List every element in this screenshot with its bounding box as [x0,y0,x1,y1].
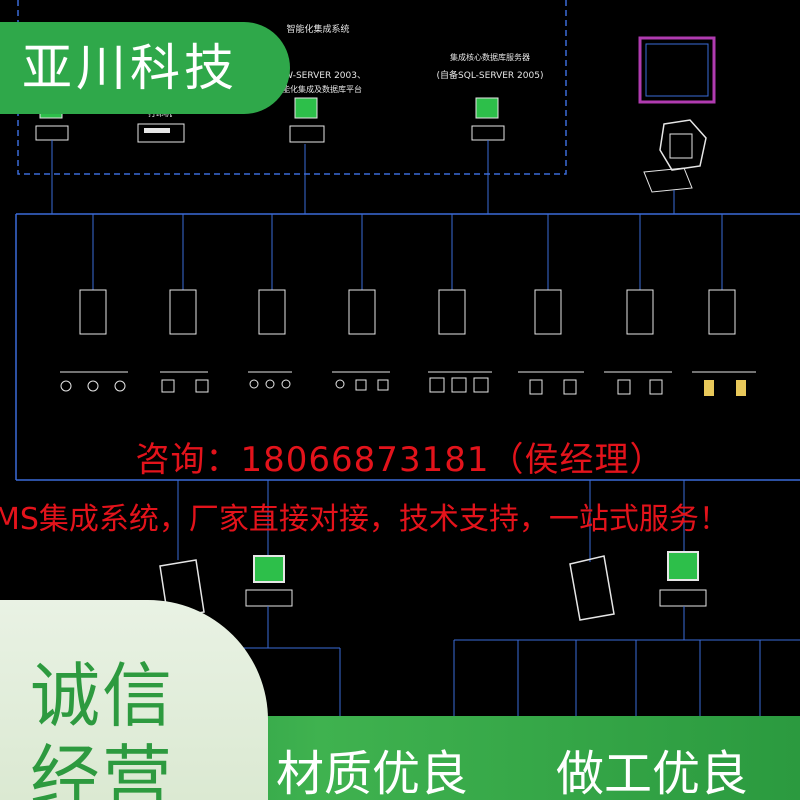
top-title-label: 智能化集成系统 [286,23,349,35]
subsystem-column [60,214,128,392]
printer-icon [137,123,185,143]
subsystem-column [692,214,756,396]
workstation-icon [289,97,325,143]
server1-label-line2: 智能化集成及数据库平台 [274,84,362,94]
subsystem-column [428,214,492,393]
left-slogan-line2: 经营 [30,737,174,800]
left-slogan-panel [0,600,268,800]
server2-label-line1: 集成核心数据库服务器 [450,52,530,62]
server1-label-line1: OOW-SERVER 2003、 [270,71,366,81]
subsystem-column [160,214,209,393]
left-slogan-line1: 诚信 [30,655,174,737]
server-tower-icon [569,555,615,621]
subsystem-column [248,214,292,389]
display-wall-icon [638,36,716,104]
subsystem-column [518,214,584,395]
workstation-icon [659,551,707,607]
promo-text: MS集成系统，厂家直接对接，技术支持，一站式服务！ [0,502,729,537]
display-wall-inner [645,43,709,97]
workstation-icon [471,97,505,141]
contact-text: 咨询：18066873181（侯经理） [135,440,665,480]
subsystem-column [332,214,390,391]
subsystem-column [604,214,672,395]
server2-label-line2: (自备SQL-SERVER 2005) [437,69,544,81]
operator-workstation-icon [643,119,707,193]
brand-badge: 亚川科技 [0,22,290,114]
slogan-material: 材质优良 [276,746,469,800]
slogan-workmanship: 做工优良 [556,746,749,800]
workstation-icon [245,555,293,607]
